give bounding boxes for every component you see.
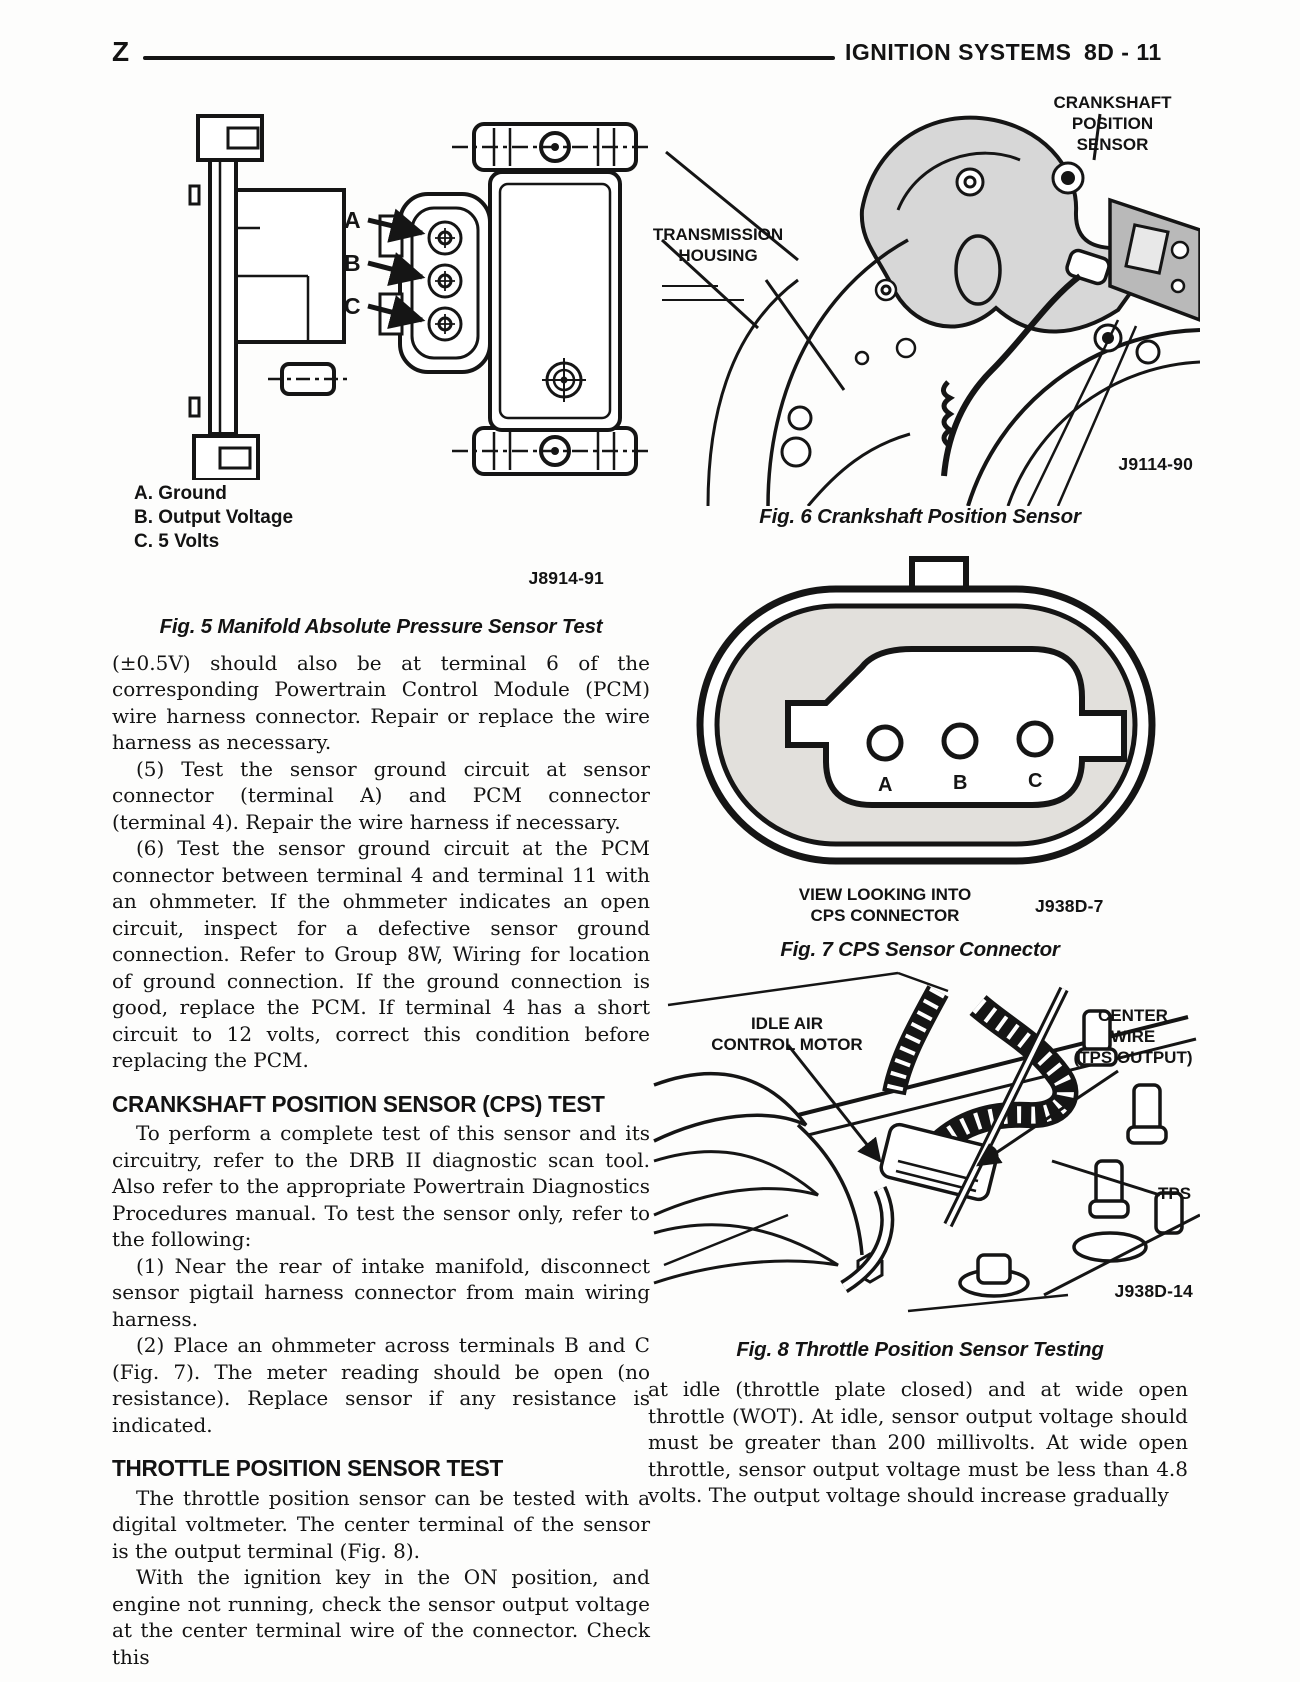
page-title: IGNITION SYSTEMS [845,39,1072,65]
legend-item-b: B. Output Voltage [134,507,294,528]
fig8-tps-label: TPS [1158,1184,1192,1203]
cps-connector-drawing: A B C [696,556,1156,865]
fig7-pin-b-label: B [953,772,967,794]
fig7-code: J938D-7 [1035,896,1104,916]
page-number: 8D - 11 [1084,39,1162,65]
fig8-code: J938D-14 [1114,1281,1193,1301]
fig5-illustration: A B C [112,98,650,480]
fig6-caption: Fig. 6 Crankshaft Position Sensor [759,505,1081,528]
fig8-illustration: IDLE AIR CONTROL MOTOR CENTER WIRE (TPS … [648,965,1200,1315]
legend-item-c: C. 5 Volts [134,531,220,552]
fig6-illustration: CRANKSHAFT POSITION SENSOR TRANSMISSION … [648,90,1200,506]
fig5-legend: A. Ground B. Output Voltage C. 5 Volts [134,482,293,554]
tps-test-heading: THROTTLE POSITION SENSOR TEST [112,1455,503,1481]
fig5-code: J8914-91 [528,568,604,588]
fig7-pin-a-label: A [878,774,892,796]
cps-test-heading: CRANKSHAFT POSITION SENSOR (CPS) TEST [112,1090,605,1117]
fig5-pin-b-label: B [344,250,361,276]
crankshaft-sensor-drawing [660,113,1200,506]
cps-paragraph: To perform a complete test of this senso… [112,1121,650,1251]
paragraph-step-6: (6) Test the sensor ground circuit at th… [112,836,650,1072]
left-column-text: Fig. 5 Manifold Absolute Pressure Sensor… [112,614,650,1670]
fig6-sensor-label: CRANKSHAFT POSITION SENSOR [1053,93,1172,154]
tps-paragraph-1: The throttle position sensor can be test… [112,1485,650,1563]
tps-testing-drawing [653,971,1200,1313]
fig6-code: J9114-90 [1118,454,1193,474]
fig6-housing-label: TRANSMISSION HOUSING [652,225,784,265]
cps-step-1: (1) Near the rear of intake manifold, di… [112,1253,650,1331]
closing-paragraph: at idle (throttle plate closed) and at w… [648,1377,1188,1507]
fig5-pin-a-label: A [344,207,361,233]
fig7-caption: Fig. 7 CPS Sensor Connector [780,938,1060,961]
fig7-view-note: VIEW LOOKING INTO CPS CONNECTOR [798,885,972,925]
paragraph: (±0.5V) should also be at terminal 6 of … [112,650,650,755]
header-letter: Z [112,36,131,67]
fig5-pin-c-label: C [344,293,361,319]
right-column-text: at idle (throttle plate closed) and at w… [648,1376,1188,1509]
map-sensor-drawing: A B C [188,114,650,480]
header-rule [143,56,835,60]
cps-step-2: (2) Place an ohmmeter across terminals B… [112,1333,650,1437]
fig8-idle-air-label: IDLE AIR CONTROL MOTOR [711,1014,863,1054]
tps-paragraph-2: With the ignition key in the ON position… [112,1565,650,1669]
fig8-caption: Fig. 8 Throttle Position Sensor Testing [736,1338,1104,1361]
fig8-center-wire-label: CENTER WIRE (TPS OUTPUT) [1073,1006,1193,1067]
fig7-illustration: A B C [680,553,1180,883]
fig5-caption: Fig. 5 Manifold Absolute Pressure Sensor… [159,615,603,638]
fig7-pin-c-label: C [1028,770,1042,792]
legend-item-a: A. Ground [134,483,227,504]
paragraph-step-5: (5) Test the sensor ground circuit at se… [112,756,650,834]
